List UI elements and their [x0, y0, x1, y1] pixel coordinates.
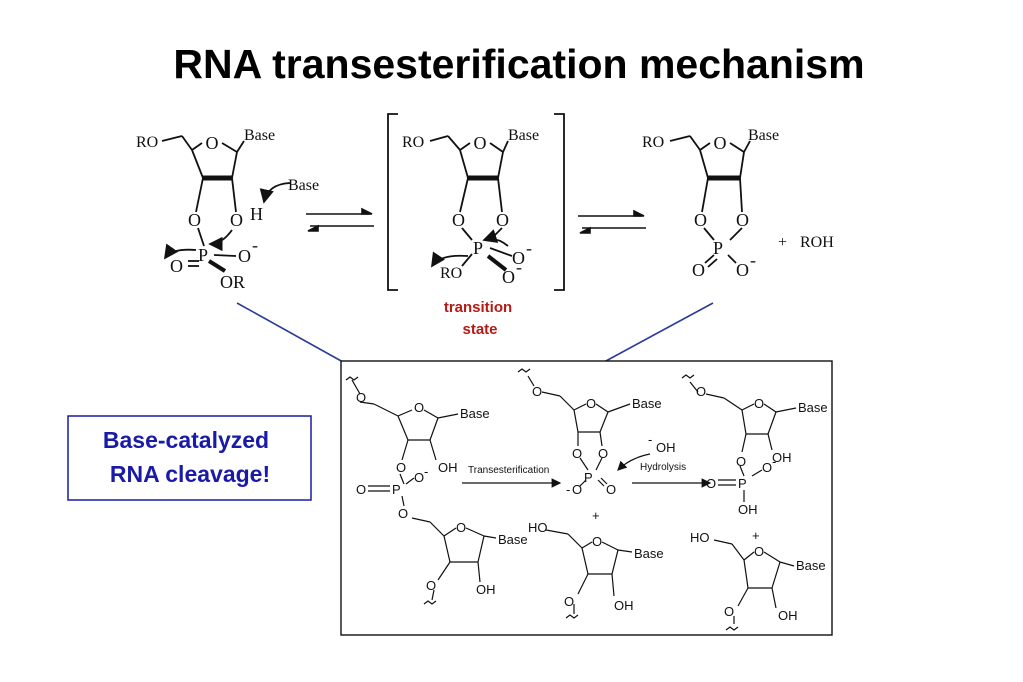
detail-o3-cyclic: O [572, 446, 582, 461]
ts-phosphorus: P [473, 238, 483, 258]
detail-ring-o-middle: O [592, 534, 602, 549]
detail-plus-right: + [752, 528, 760, 543]
reactant-phosphorus: P [198, 245, 208, 265]
reactant-ring-oxygen: O [206, 133, 219, 153]
detail-ho-right: HO [690, 530, 710, 545]
equilibrium-arrows-2 [578, 209, 646, 234]
catalyst-base-label: Base [288, 177, 319, 194]
detail-o-minus-left: O [414, 470, 424, 485]
product-o-double: O [692, 260, 705, 280]
callout-line2: RNA cleavage! [110, 461, 270, 487]
product-o3-label: O [694, 210, 707, 230]
transition-state-bracket [387, 113, 565, 291]
detail-oh-middle: OH [614, 598, 634, 613]
transition-state-label-line1: transition [444, 299, 512, 316]
detail-oh-phosphate-right: OH [738, 502, 758, 517]
detail-base-left: Base [460, 406, 490, 421]
reactant-or-label: OR [220, 272, 245, 292]
detail-ring-o-left: O [414, 400, 424, 415]
detail-minus-hydroxide: - [648, 432, 652, 447]
product-base-label: Base [748, 127, 779, 144]
detail-oh-lower-left: OH [476, 582, 496, 597]
detail-p-left: P [392, 482, 401, 497]
detail-minus-left: - [424, 464, 428, 479]
detail-base-lower-left: Base [498, 532, 528, 547]
detail-minus-right: - [772, 454, 776, 469]
product-minus-sign: - [750, 250, 756, 270]
reactant-o-minus: O [238, 246, 251, 266]
reactant-h-label: H [250, 204, 263, 224]
product-roh-label: ROH [800, 234, 834, 251]
detail-o-minus-right: O [762, 460, 772, 475]
detail-o3-middle: O [564, 594, 574, 609]
reactant-o3-label: O [188, 210, 201, 230]
detail-o5-cyclic: O [532, 384, 542, 399]
ts-minus-sign-1: - [526, 238, 532, 258]
ts-o3-label: O [452, 210, 465, 230]
detail-structures [345, 368, 797, 631]
product-ring-oxygen: O [714, 133, 727, 153]
reactant-base-label: Base [244, 127, 275, 144]
detail-oh-right: OH [772, 450, 792, 465]
detail-hydroxide: OH [656, 440, 676, 455]
product-o2-label: O [736, 210, 749, 230]
detail-o3-right: O [736, 454, 746, 469]
detail-ring-o-right: O [754, 396, 764, 411]
product-o-minus: O [736, 260, 749, 280]
detail-panel [340, 360, 833, 636]
detail-o-double-left: O [356, 482, 366, 497]
product-plus-sign: + [778, 234, 787, 251]
page-title: RNA transesterification mechanism [173, 41, 864, 87]
ts-o-minus-1: O [512, 248, 525, 268]
detail-p-cyclic: P [584, 470, 593, 485]
detail-plus-middle: + [592, 508, 600, 523]
transition-structure [429, 135, 513, 272]
ts-ro-label: RO [402, 134, 424, 151]
product-ro-label: RO [642, 134, 664, 151]
detail-minus-cyclic: - [566, 482, 570, 497]
detail-o-5prime-left: O [356, 390, 366, 405]
reactant-o-double: O [170, 256, 183, 276]
detail-base-lower-right: Base [796, 558, 826, 573]
detail-ring-o-cyclic: O [586, 396, 596, 411]
ts-minus-sign-2: - [516, 257, 522, 277]
ts-o-minus-2: O [502, 267, 515, 287]
detail-o-double-cyclic: O [606, 482, 616, 497]
reactant-ro-label: RO [136, 134, 158, 151]
callout-line1: Base-catalyzed [103, 427, 269, 453]
ts-o2-label: O [496, 210, 509, 230]
detail-ho-middle: HO [528, 520, 548, 535]
detail-o3-lower-right: O [724, 604, 734, 619]
ts-ring-oxygen: O [474, 133, 487, 153]
detail-base-right: Base [798, 400, 828, 415]
detail-o3-left: O [396, 460, 406, 475]
reactant-minus-sign: - [252, 235, 258, 255]
detail-o2-cyclic: O [598, 446, 608, 461]
hydrolysis-label: Hydrolysis [640, 462, 686, 473]
detail-oh-left: OH [438, 460, 458, 475]
detail-o5-right: O [696, 384, 706, 399]
detail-ring-o-lower-right: O [754, 544, 764, 559]
ts-base-label: Base [508, 127, 539, 144]
transesterification-label: Transesterification [468, 465, 549, 476]
detail-base-middle: Base [634, 546, 664, 561]
reactant-o2-label: O [230, 210, 243, 230]
detail-p-right: P [738, 476, 747, 491]
reactant-structure [161, 135, 291, 273]
equilibrium-arrows-1 [306, 207, 374, 232]
detail-o5-lower-left: O [398, 506, 408, 521]
detail-o3-lower-left: O [426, 578, 436, 593]
detail-ring-o-lower-left: O [456, 520, 466, 535]
ts-leaving-ro: RO [440, 265, 462, 282]
detail-oh-lower-right: OH [778, 608, 798, 623]
callout-box: Base-catalyzed RNA cleavage! [67, 415, 312, 501]
zoom-connector-lines [236, 302, 714, 363]
product-phosphorus: P [713, 238, 723, 258]
product-structure [669, 135, 751, 268]
detail-base-cyclic: Base [632, 396, 662, 411]
detail-o-minus-cyclic: O [572, 482, 582, 497]
transition-state-label-line2: state [462, 321, 497, 338]
detail-o-double-right: O [706, 476, 716, 491]
